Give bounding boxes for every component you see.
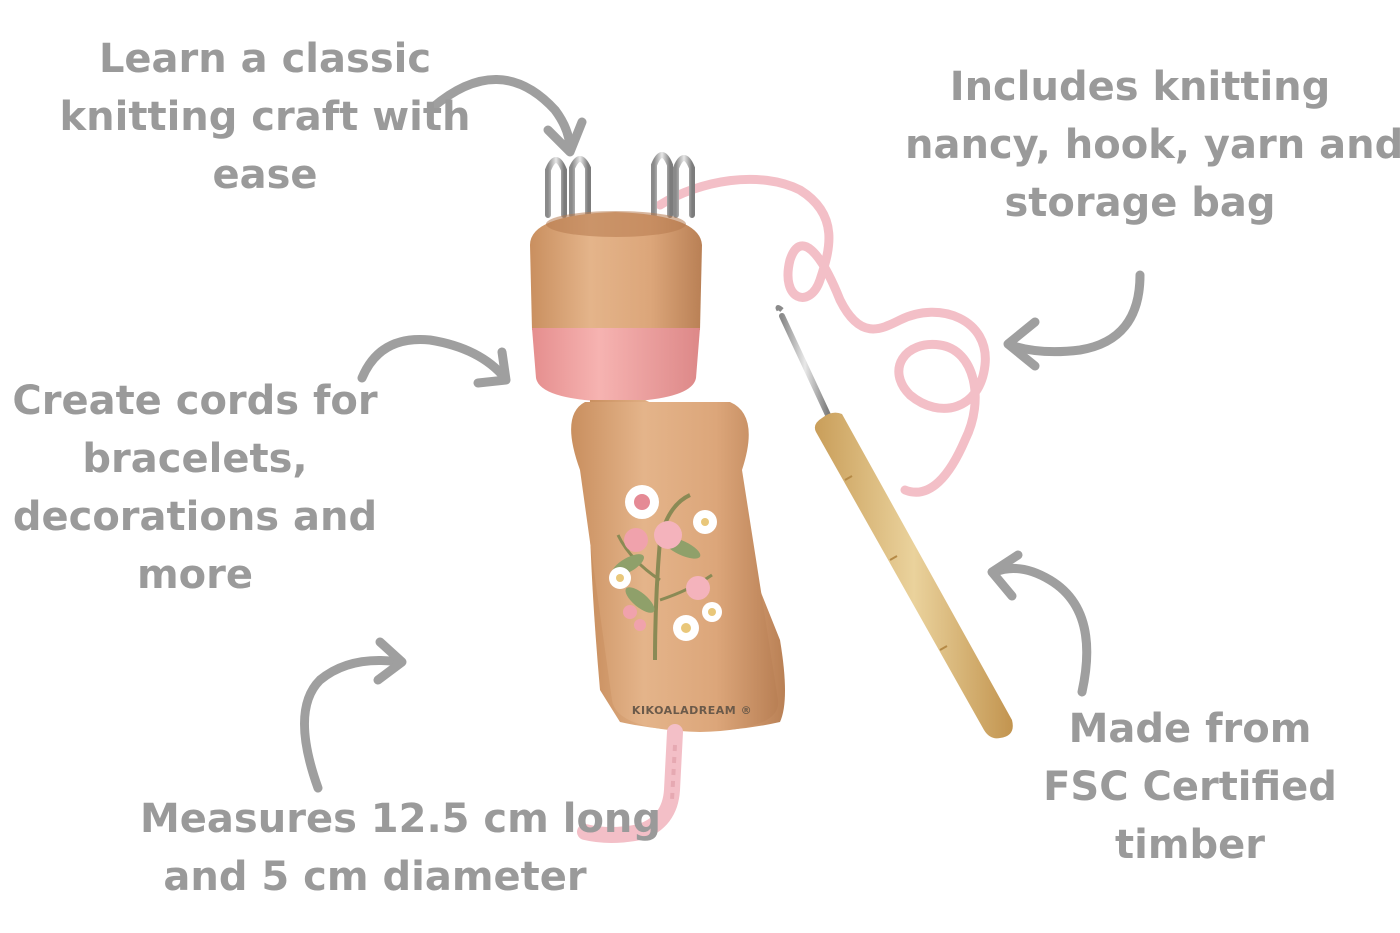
caption-line: and 5 cm diameter bbox=[163, 854, 587, 900]
caption-line: Includes knitting bbox=[949, 64, 1331, 110]
caption-line: FSC Certified bbox=[1043, 764, 1337, 810]
curved-arrow-icon bbox=[300, 637, 407, 793]
brand-logo-text: KIKOALADREAM bbox=[631, 704, 737, 717]
caption-line: more bbox=[136, 552, 253, 598]
metal-pins bbox=[545, 152, 695, 218]
curved-arrow-icon bbox=[357, 334, 511, 388]
caption-line: storage bag bbox=[1004, 180, 1276, 226]
floral-decoration-icon bbox=[609, 485, 722, 661]
caption-line: bracelets, bbox=[82, 436, 308, 482]
caption-includes-contents: Includes knitting nancy, hook, yarn and … bbox=[905, 58, 1400, 232]
knitted-cord bbox=[577, 724, 683, 843]
curved-arrow-icon bbox=[427, 75, 587, 157]
pink-band bbox=[532, 328, 700, 402]
caption-line: Measures 12.5 cm long bbox=[140, 796, 662, 842]
curved-arrow-icon bbox=[1003, 270, 1145, 371]
nancy-head bbox=[530, 212, 702, 330]
caption-create-cords: Create cords for bracelets, decorations … bbox=[10, 372, 380, 604]
caption-learn-classic-craft: Learn a classic knitting craft with ease bbox=[30, 30, 500, 204]
caption-line: Create cords for bbox=[12, 378, 378, 424]
caption-line: nancy, hook, yarn and bbox=[905, 122, 1400, 168]
caption-line: Learn a classic bbox=[98, 36, 432, 82]
caption-line: ease bbox=[212, 152, 318, 198]
caption-line: decorations and bbox=[12, 494, 378, 540]
caption-line: Made from bbox=[1068, 706, 1312, 752]
crochet-hook bbox=[775, 305, 1013, 739]
caption-line: knitting craft with bbox=[59, 94, 471, 140]
brand-logo: KIKOALADREAM ® bbox=[622, 704, 762, 717]
curved-arrow-icon bbox=[987, 550, 1092, 697]
yarn-strand bbox=[655, 174, 990, 497]
caption-fsc-timber: Made from FSC Certified timber bbox=[1020, 700, 1360, 874]
registered-mark-icon: ® bbox=[736, 704, 753, 717]
caption-dimensions: Measures 12.5 cm long and 5 cm diameter bbox=[140, 790, 662, 906]
caption-line: timber bbox=[1115, 822, 1265, 868]
